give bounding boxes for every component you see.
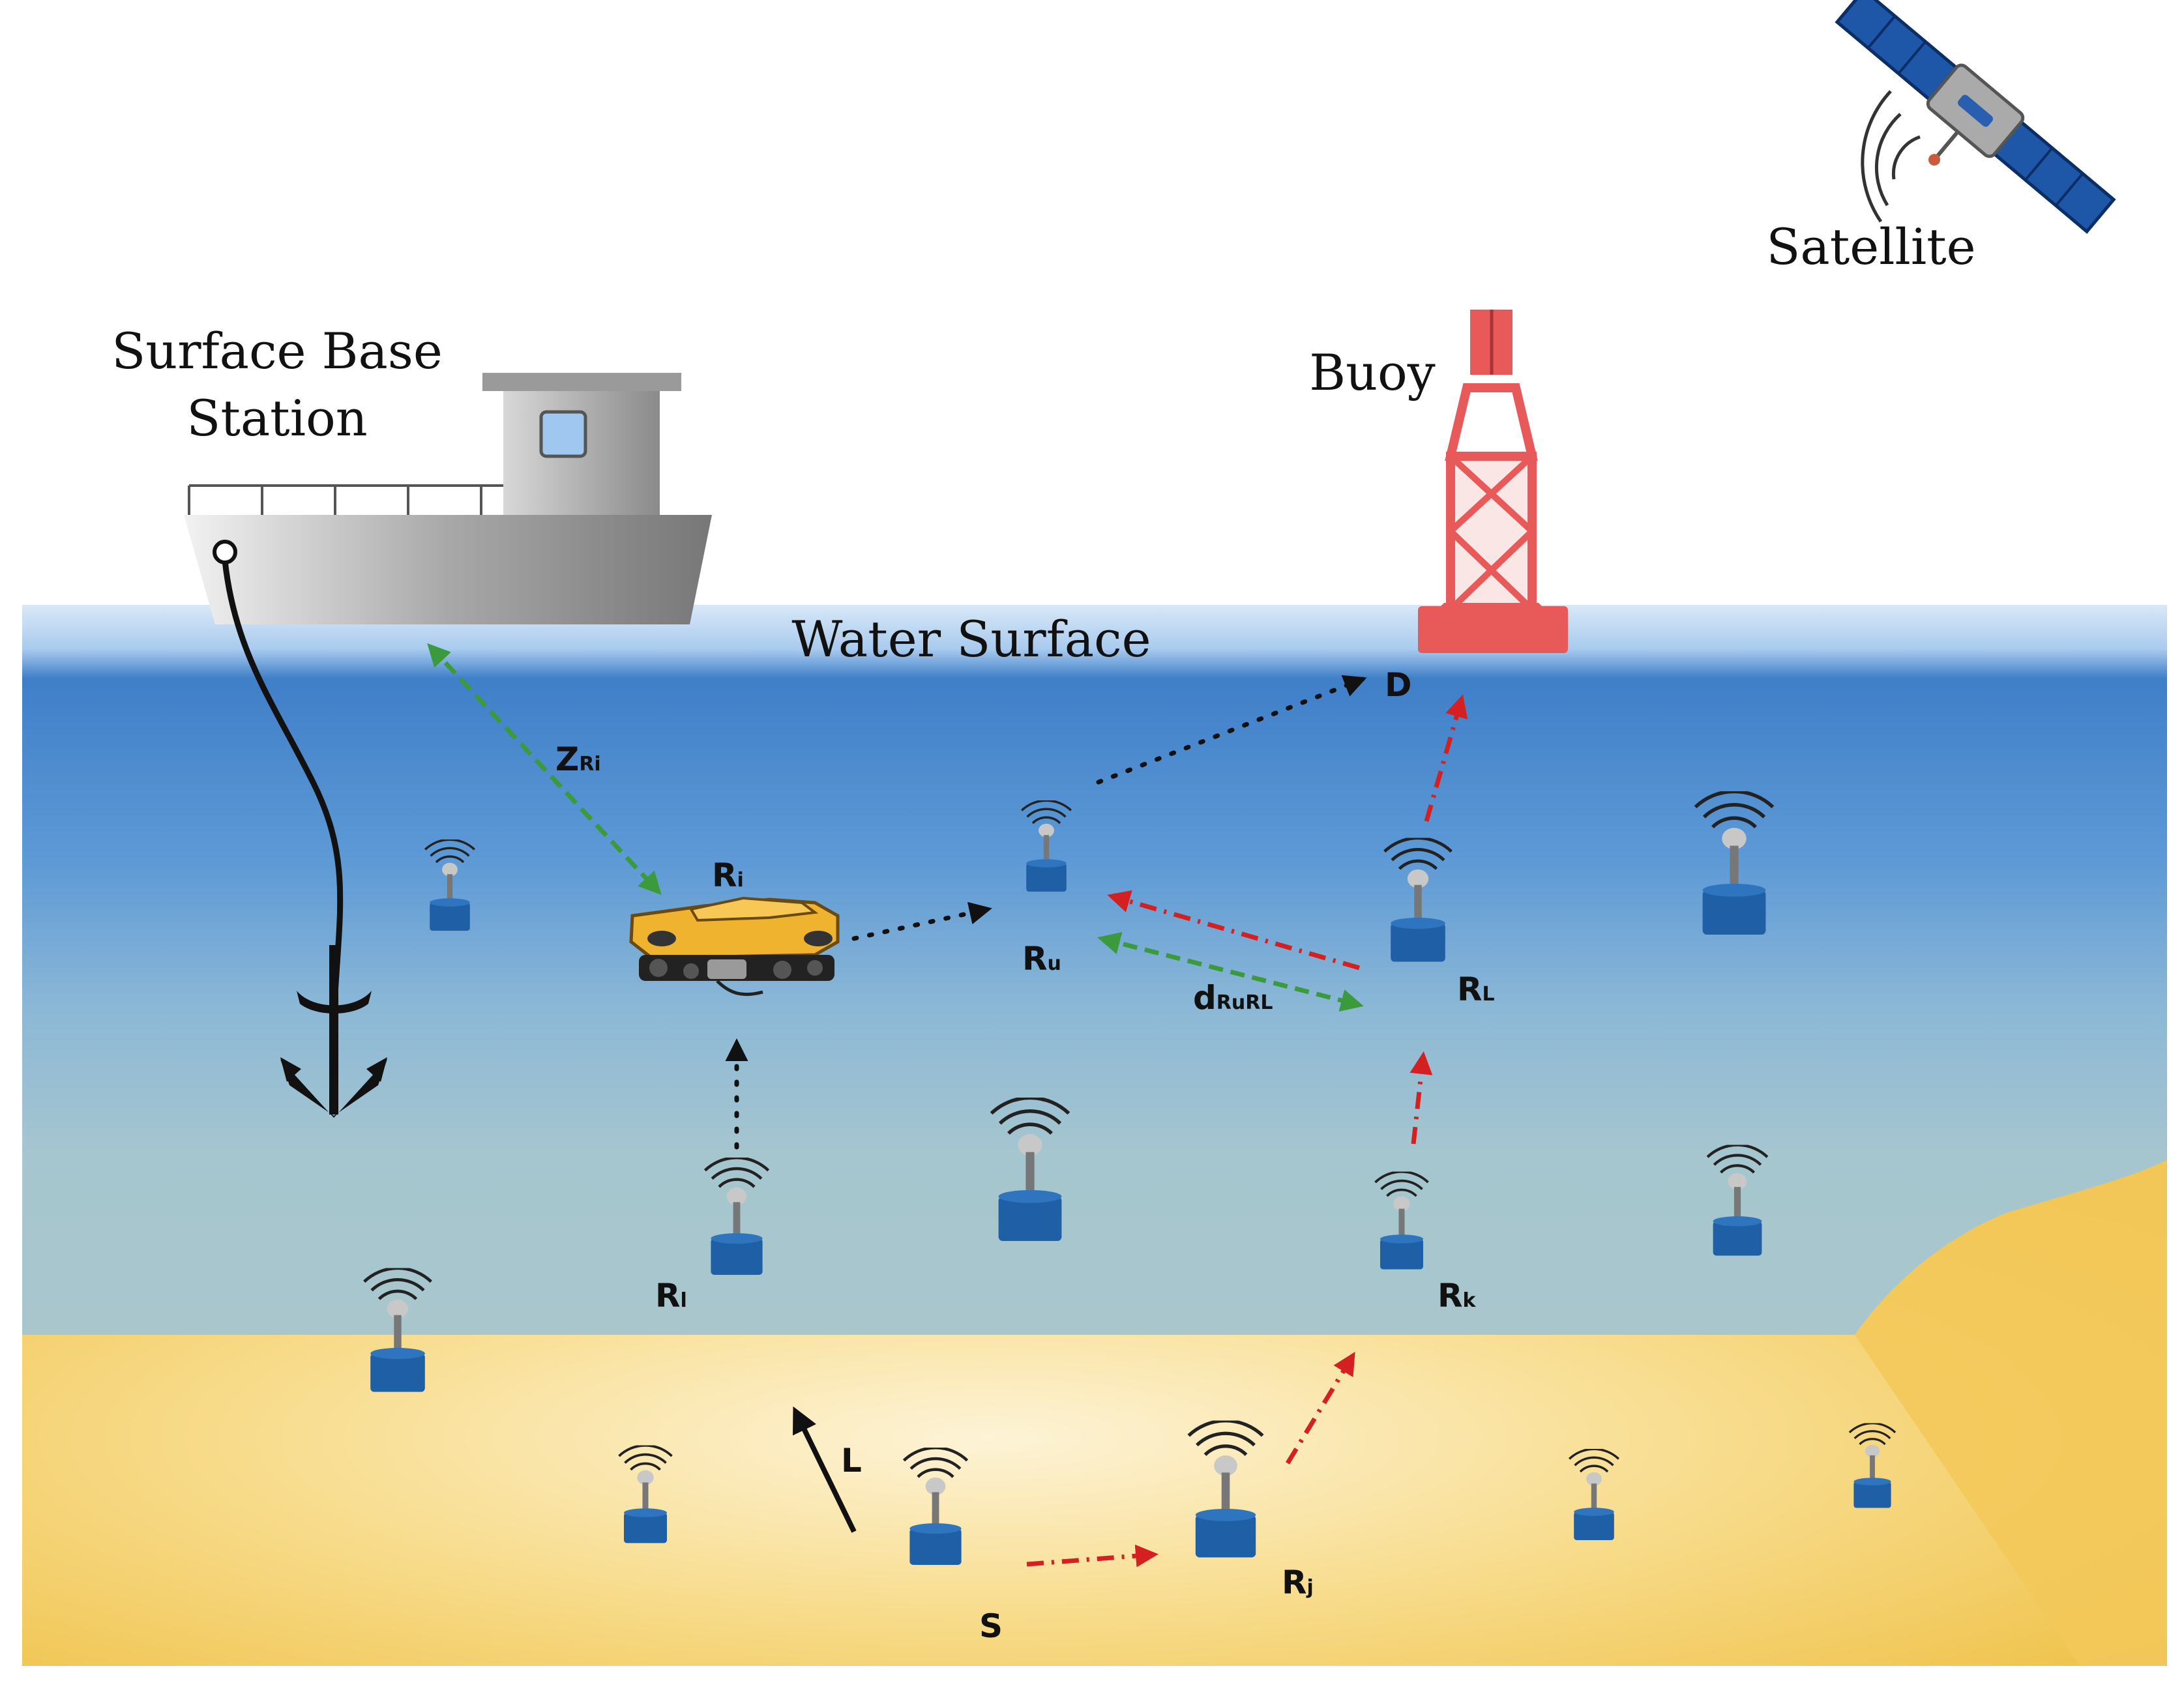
label-z: ZRi [555,740,601,778]
label-d-sub: RuRL [1217,991,1273,1014]
auv-icon [629,896,840,997]
seabed-slope-shadow [1855,1160,2167,1666]
label-rL-main: R [1457,970,1483,1008]
label-ru: Ru [1022,940,1061,978]
buoy-icon [1418,310,1568,653]
surface-base-station-label-line2: Station [186,389,367,447]
label-rk-main: R [1438,1277,1463,1315]
label-rk-sub: k [1463,1289,1477,1312]
node-labels: D S Ri Ru RL Rl Rk Rj ZRi dRuRL L [555,666,1495,1645]
label-rj-sub: j [1306,1576,1314,1599]
links [427,643,1468,1568]
label-d: D [1385,666,1412,704]
label-l: L [841,1442,862,1480]
label-rl-main: R [655,1277,681,1315]
label-ru-main: R [1022,940,1048,978]
link-rL-buoy [1424,694,1468,822]
link-ship-auv-z [427,643,662,896]
label-d-main: d [1193,979,1217,1017]
label-rj-main: R [1282,1564,1307,1601]
link-rL-ru [1107,890,1360,970]
label-rl-sub: l [681,1289,687,1312]
label-s: S [979,1607,1003,1645]
link-ru-d [1096,675,1367,785]
surface-base-station-label-line1: Surface Base [111,322,443,380]
link-s-rj [1026,1544,1158,1568]
satellite-label: Satellite [1766,218,1975,276]
label-rL-sub: L [1483,983,1495,1006]
link-rk-rL [1409,1051,1433,1145]
link-auv-ru [851,901,992,941]
label-z-sub: Ri [579,753,600,776]
label-rL: RL [1457,970,1495,1008]
label-z-main: Z [555,740,579,778]
label-rl: Rl [655,1277,687,1315]
label-ri-main: R [712,856,737,894]
water-surface-label: Water Surface [791,610,1151,668]
seabed-sand [22,1160,2167,1666]
satellite-icon [1835,0,2116,234]
label-ri: Ri [712,856,744,894]
ship-icon [184,373,712,624]
label-ri-sub: i [737,869,744,892]
label-d-ruRL: dRuRL [1193,979,1273,1017]
link-l-vector [793,1406,857,1533]
satellite-signal-icon [1861,90,1921,223]
water-body [22,605,2167,1341]
anchor-icon [280,945,387,1118]
label-rk: Rk [1438,1277,1477,1315]
label-ru-sub: u [1048,952,1061,975]
buoy-label: Buoy [1309,343,1436,401]
sky-background [0,0,2184,606]
anchor-cable [222,560,344,1017]
label-rj: Rj [1282,1564,1314,1601]
